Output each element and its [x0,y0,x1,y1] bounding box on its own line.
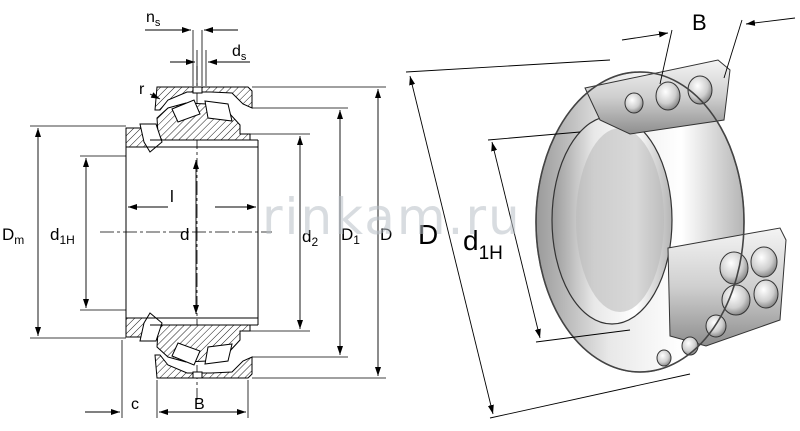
roller-iso-6 [721,284,751,316]
label-d2: d2 [302,227,318,249]
extension-lines [30,30,386,418]
iso-label-D: D [418,219,438,250]
iso-ext-d1H-top [487,131,581,141]
label-l: l [170,187,174,206]
roller-iso-3 [624,92,644,114]
roller-top-right [204,100,233,122]
isometric-view: B D d1H [405,10,796,419]
iso-ext-D-top [405,59,611,73]
roller-bottom-left [171,342,201,366]
iso-label-B: B [692,10,707,35]
leader-r [149,92,161,100]
roller-iso-7 [753,279,779,309]
iso-labels: B D d1H [418,10,707,264]
roller-iso-2 [687,75,713,105]
dimension-lines [35,27,381,415]
iso-ext-B-right [723,19,743,79]
section-view: ns ds r Dm d1H l d d2 D1 D c B [2,9,392,418]
lube-groove-bottom [192,371,203,379]
roller-bottom-right [204,343,233,365]
outer-ring-top [154,86,253,111]
roller-iso-10 [656,349,672,367]
label-c: c [131,396,139,413]
bore-shadow [576,128,664,312]
iso-dim-B-left [621,31,669,41]
label-B: B [194,396,205,413]
iso-label-d1H: d1H [463,225,503,264]
iso-dim-D [409,75,494,415]
outer-ring-bottom [154,354,253,379]
label-r: r [139,81,145,98]
label-d: d [180,225,189,244]
section-labels: ns ds r Dm d1H l d d2 D1 D c B [2,9,392,413]
iso-ext-d1H-bottom [535,329,631,343]
label-D1: D1 [341,225,360,247]
roller-iso-5 [750,246,778,278]
roller-iso-4 [719,251,749,285]
upper-bearing-section [125,86,258,153]
iso-dim-B-right [745,17,796,26]
label-ns: ns [146,9,161,29]
iso-ext-D-bottom [489,373,691,419]
roller-iso-1 [655,81,681,111]
watermark-text: rinkam.ru [262,188,522,246]
rollers-top [624,75,713,114]
inner-ring-bottom [156,324,251,363]
rollers-bottom [656,246,779,367]
lower-bearing-section [125,312,258,379]
iso-dim-d1H [491,141,541,339]
label-D: D [380,225,392,244]
label-Dm: Dm [2,225,24,247]
label-d1H: d1H [50,225,75,247]
iso-ext-B-left [659,29,673,85]
roller-top-left [171,99,201,123]
iso-dimension-lines [405,17,796,419]
label-ds: ds [232,43,247,63]
lube-groove-top [192,86,203,94]
roller-iso-9 [681,336,699,356]
inner-ring-top [156,102,251,141]
